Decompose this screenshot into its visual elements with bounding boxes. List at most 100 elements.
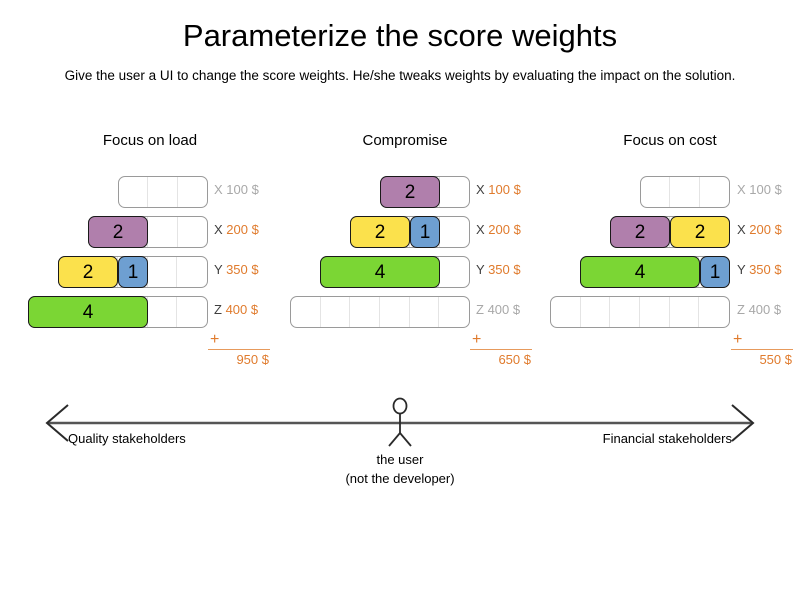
row-key: X <box>214 182 223 197</box>
row-cost: 200 $ <box>749 222 782 237</box>
slider-tick-cell <box>439 257 469 287</box>
weight-segment-blue[interactable]: 1 <box>700 256 730 288</box>
weight-segment-blue[interactable]: 1 <box>118 256 148 288</box>
slider-tick-cell <box>148 217 178 247</box>
sum-rule-divider <box>208 349 270 350</box>
slider-tick-cell <box>700 177 729 207</box>
page-subtitle: Give the user a UI to change the score w… <box>64 68 736 83</box>
sum-total-value: 550 $ <box>759 352 792 367</box>
weight-segment-blue[interactable]: 1 <box>410 216 440 248</box>
row-key: Z <box>214 302 222 317</box>
slider-tick-cell <box>581 297 611 327</box>
user-label-line2: (not the developer) <box>345 471 455 486</box>
slider-tick-cell <box>291 297 321 327</box>
row-cost: 200 $ <box>488 222 521 237</box>
weight-segment-green[interactable]: 4 <box>28 296 148 328</box>
slider-tick-cell <box>148 297 178 327</box>
weight-segment-yellow[interactable]: 2 <box>350 216 410 248</box>
row-label: Y 350 $ <box>476 262 521 277</box>
slider-tick-cell <box>440 217 469 247</box>
slider-tick-cell <box>177 257 207 287</box>
cost-sum-block: +950 $ <box>208 331 270 367</box>
row-cost: 100 $ <box>749 182 782 197</box>
axis-arrow-right-icon <box>731 404 755 442</box>
slider-tick-cell <box>440 177 469 207</box>
weight-segment-purple[interactable]: 2 <box>88 216 148 248</box>
axis-svg <box>45 397 755 447</box>
row-label: Y 350 $ <box>737 262 782 277</box>
row-label: Z 400 $ <box>214 302 258 317</box>
row-key: Z <box>737 302 745 317</box>
weight-slider-track[interactable] <box>550 296 730 328</box>
sum-plus-sign: + <box>210 331 220 348</box>
slider-tick-cell <box>148 257 178 287</box>
row-key: Y <box>737 262 746 277</box>
slider-tick-cell <box>439 297 469 327</box>
row-cost: 100 $ <box>488 182 521 197</box>
slider-tick-cell <box>640 297 670 327</box>
weight-slider-track[interactable] <box>290 296 470 328</box>
row-label: X 100 $ <box>737 182 782 197</box>
row-cost: 400 $ <box>748 302 782 317</box>
row-key: Z <box>476 302 484 317</box>
weight-segment-green[interactable]: 4 <box>320 256 440 288</box>
row-label: X 100 $ <box>214 182 259 197</box>
axis-label-left: Quality stakeholders <box>68 431 186 446</box>
weight-segment-yellow[interactable]: 2 <box>58 256 118 288</box>
cost-sum-block: +650 $ <box>470 332 532 367</box>
row-key: Y <box>476 262 485 277</box>
row-key: Y <box>214 262 223 277</box>
slider-tick-cell <box>178 177 207 207</box>
weight-slider-track[interactable] <box>640 176 730 208</box>
row-label: X 200 $ <box>214 222 259 237</box>
slider-tick-cell <box>321 297 351 327</box>
sum-total-value: 650 $ <box>498 352 531 367</box>
slider-tick-cell <box>148 177 178 207</box>
slider-tick-cell <box>350 297 381 327</box>
row-key: X <box>214 222 223 237</box>
weight-segment-yellow[interactable]: 2 <box>670 216 730 248</box>
row-cost: 350 $ <box>226 262 259 277</box>
stakeholder-axis: Quality stakeholders Financial stakehold… <box>0 392 800 502</box>
row-cost: 400 $ <box>487 302 521 317</box>
row-key: X <box>476 182 485 197</box>
column-title-1: Focus on load <box>102 132 198 149</box>
row-label: X 100 $ <box>476 182 521 197</box>
cost-sum-block: +550 $ <box>731 331 793 367</box>
row-cost: 350 $ <box>488 262 521 277</box>
row-cost: 350 $ <box>749 262 782 277</box>
user-stick-figure-icon <box>388 397 412 447</box>
row-cost: 200 $ <box>226 222 259 237</box>
slider-tick-cell <box>699 297 729 327</box>
weight-segment-purple[interactable]: 2 <box>610 216 670 248</box>
row-key: X <box>737 222 746 237</box>
sum-total-value: 950 $ <box>236 352 269 367</box>
sum-rule-divider <box>731 349 793 350</box>
weight-segment-green[interactable]: 4 <box>580 256 700 288</box>
row-label: Z 400 $ <box>737 302 781 317</box>
row-cost: 400 $ <box>225 302 259 317</box>
axis-label-user: the user (not the developer) <box>0 450 800 488</box>
slider-tick-cell <box>670 177 700 207</box>
row-key: X <box>737 182 746 197</box>
column-title-3: Focus on cost <box>623 132 717 149</box>
weight-segment-purple[interactable]: 2 <box>380 176 440 208</box>
slider-tick-cell <box>670 297 700 327</box>
row-cost: 100 $ <box>226 182 259 197</box>
row-label: Y 350 $ <box>214 262 259 277</box>
slider-tick-cell <box>119 177 149 207</box>
column-title-2: Compromise <box>362 132 448 149</box>
axis-arrow-left-icon <box>45 404 69 442</box>
page-title: Parameterize the score weights <box>182 18 618 53</box>
sum-plus-sign: + <box>733 331 743 348</box>
row-label: Z 400 $ <box>476 302 520 317</box>
row-label: X 200 $ <box>737 222 782 237</box>
slider-tick-cell <box>380 297 410 327</box>
sum-rule-divider <box>470 349 532 350</box>
slider-tick-cell <box>641 177 671 207</box>
weight-slider-track[interactable] <box>118 176 208 208</box>
slider-tick-cell <box>177 297 207 327</box>
row-key: X <box>476 222 485 237</box>
slider-tick-cell <box>610 297 641 327</box>
slider-tick-cell <box>551 297 581 327</box>
